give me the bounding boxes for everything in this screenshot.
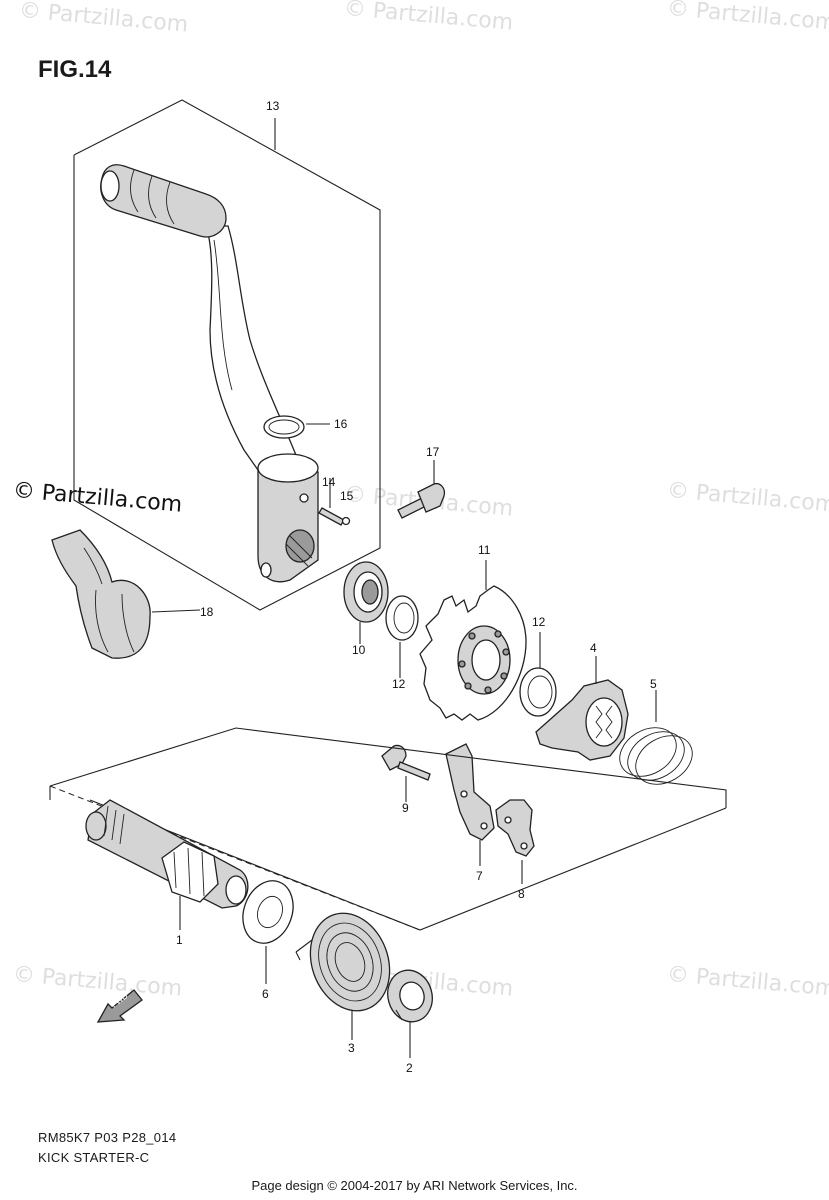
ratchet-4 — [535, 656, 629, 761]
callout-6: 6 — [262, 987, 269, 1001]
callout-2: 2 — [406, 1061, 413, 1075]
washer-6 — [242, 880, 294, 984]
callout-10: 10 — [352, 643, 366, 657]
callout-15: 15 — [340, 489, 354, 503]
spring-3 — [295, 912, 391, 1040]
starter-gear-11 — [419, 560, 527, 721]
figure-title: FIG.14 — [38, 56, 112, 83]
callout-17: 17 — [426, 445, 440, 459]
callout-5: 5 — [650, 677, 657, 691]
pin-14 — [318, 478, 345, 526]
washer-12-left — [385, 595, 419, 678]
fwd-arrow-icon: FWD — [96, 989, 143, 1023]
bolt-9 — [381, 744, 431, 802]
washer-12-right — [519, 632, 557, 717]
circlip-16 — [263, 415, 330, 439]
lower-group-box — [49, 727, 727, 931]
guide-7 — [445, 743, 495, 866]
oil-seal-10 — [343, 561, 389, 644]
callout-11: 11 — [478, 543, 491, 557]
ball-15 — [341, 516, 351, 526]
kick-lever — [100, 164, 319, 583]
upper-group-box — [73, 99, 381, 611]
callout-12: 12 — [392, 677, 406, 691]
callout-8: 8 — [518, 887, 525, 901]
collar-2 — [387, 969, 433, 1058]
page-footer: Page design © 2004-2017 by ARI Network S… — [251, 1178, 578, 1193]
callout-12: 12 — [532, 615, 546, 629]
callout-3: 3 — [348, 1041, 355, 1055]
callout-18: 18 — [200, 605, 214, 619]
spring-5 — [619, 690, 693, 785]
callout-16: 16 — [334, 417, 348, 431]
callout-4: 4 — [590, 641, 597, 655]
shaft-1 — [85, 799, 249, 930]
cover-18 — [51, 529, 201, 659]
model-code: RM85K7 P03 P28_014 — [38, 1130, 177, 1145]
callout-7: 7 — [476, 869, 483, 883]
callout-14: 14 — [322, 475, 336, 489]
callout-9: 9 — [402, 801, 409, 815]
bolt-17 — [397, 460, 446, 519]
callout-13: 13 — [266, 99, 280, 113]
stopper-8 — [495, 799, 535, 884]
callout-1: 1 — [176, 933, 183, 947]
section-name: KICK STARTER-C — [38, 1150, 150, 1165]
